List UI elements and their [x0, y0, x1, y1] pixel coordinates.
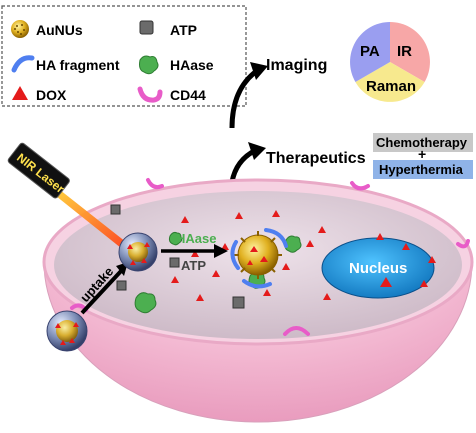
- degradation-arrow-head: [214, 244, 228, 258]
- legend-label-aunus: AuNUs: [36, 22, 83, 38]
- legend-label-dox: DOX: [36, 87, 67, 103]
- uptake-arrow: [80, 268, 124, 315]
- legend-label-ha-fragment: HA fragment: [36, 57, 120, 73]
- imaging-wheel: PA IR Raman: [350, 22, 430, 102]
- legend-panel: AuNUs ATP HA fragment HAase DOX CD44: [1, 5, 247, 107]
- dox-molecule: [282, 263, 290, 270]
- ir-label: IR: [397, 43, 412, 60]
- dox-molecule: [380, 277, 392, 287]
- haase-enzyme: [168, 231, 183, 246]
- cd44-receptor: [283, 326, 310, 336]
- legend-label-haase: HAase: [170, 57, 214, 73]
- haase-enzyme: [284, 235, 302, 253]
- cd44-receptor: [146, 178, 164, 190]
- dox-molecule: [263, 289, 271, 296]
- nir-laser-device: NIR Laser: [7, 142, 70, 199]
- atp-molecule: [116, 280, 127, 291]
- nanoparticle-entering: [46, 310, 88, 352]
- dox-molecule: [181, 216, 189, 223]
- dox-molecule: [221, 243, 229, 250]
- atp-molecule: [232, 296, 245, 309]
- haase-trigger-label: HAase: [176, 231, 216, 246]
- dox-icon: [12, 86, 28, 100]
- imaging-arrow-head: [250, 62, 268, 80]
- pa-segment: [350, 22, 390, 82]
- atp-icon: [139, 20, 154, 35]
- dox-molecule: [428, 256, 436, 263]
- raman-label: Raman: [366, 78, 416, 95]
- imaging-label: Imaging: [266, 57, 327, 74]
- dox-molecule: [318, 226, 326, 233]
- haase-enzyme: [134, 292, 157, 314]
- atp-trigger-label: ATP: [181, 258, 206, 273]
- dox-molecule: [196, 294, 204, 301]
- atp-molecule: [110, 204, 121, 215]
- atp-molecule: [169, 257, 180, 268]
- dox-molecule: [212, 270, 220, 277]
- therapeutics-arrow-head: [248, 142, 266, 160]
- dox-scatter: [171, 210, 436, 301]
- chemotherapy-box: [373, 133, 473, 152]
- therapeutics-label: Therapeutics: [266, 150, 366, 167]
- dox-molecule: [171, 276, 179, 283]
- ha-fragment: [242, 279, 272, 289]
- hyperthermia-box: [373, 160, 473, 179]
- haase-icon: [139, 55, 159, 75]
- hyperthermia-label: Hyperthermia: [379, 162, 464, 177]
- dox-molecule: [402, 243, 410, 250]
- laser-beam: [56, 190, 131, 252]
- plus-label: +: [418, 146, 426, 162]
- pa-label: PA: [360, 43, 380, 60]
- dox-molecule: [191, 250, 199, 257]
- legend-label-cd44: CD44: [170, 87, 206, 103]
- dox-molecule: [306, 240, 314, 247]
- nanoparticle-inside: [118, 232, 158, 272]
- ir-segment: [390, 22, 430, 82]
- dox-molecule: [376, 233, 384, 240]
- released-aunus: [230, 228, 288, 289]
- raman-segment: [355, 62, 425, 102]
- chemotherapy-label: Chemotherapy: [376, 135, 468, 150]
- imaging-arrow: [229, 67, 260, 129]
- dox-molecule: [420, 280, 428, 287]
- dox-molecule: [272, 210, 280, 217]
- cd44-receptor: [456, 239, 470, 249]
- nucleus-label: Nucleus: [349, 260, 407, 277]
- cd44-icon: [137, 86, 163, 103]
- legend-label-atp: ATP: [170, 22, 197, 38]
- aunus-icon: [11, 20, 29, 38]
- ha-fragment-icon: [11, 55, 35, 73]
- dox-molecule: [323, 293, 331, 300]
- cd44-receptor: [350, 181, 370, 191]
- cell: Nucleus: [7, 142, 474, 423]
- dox-molecule: [235, 212, 243, 219]
- ha-fragment: [264, 228, 288, 248]
- ha-fragment: [230, 240, 240, 270]
- therapy-panel: Chemotherapy + Hyperthermia: [373, 133, 473, 179]
